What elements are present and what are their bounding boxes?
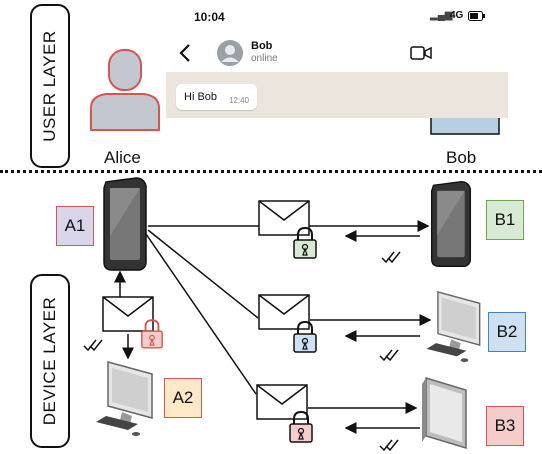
desktop-icon-a2 <box>96 361 153 436</box>
phone-icon-b1 <box>430 180 472 268</box>
message-text: Hi Bob <box>184 91 218 103</box>
tablet-icon-b3 <box>422 376 467 450</box>
device-tag-b3: B3 <box>486 406 524 446</box>
user-layer-label: USER LAYER <box>30 4 70 168</box>
desktop-icon-b2 <box>426 290 481 363</box>
double-check-b1 <box>381 251 401 264</box>
contact-status: online <box>251 53 278 64</box>
double-check-b2 <box>379 349 399 362</box>
lock-icon-blue <box>293 320 317 353</box>
lock-icon-red-a2 <box>141 319 163 349</box>
envelope-icon-b3 <box>256 384 308 420</box>
device-tag-a2: A2 <box>164 378 202 418</box>
chat-screen: 10:04 ▂▄▆ 4G Bob online Hi Bob 12:40 <box>166 0 508 118</box>
device-tag-b1: B1 <box>486 200 524 240</box>
chat-header: Bob online <box>166 34 508 72</box>
phone-icon-a1 <box>103 177 147 271</box>
device-layer-label: DEVICE LAYER <box>30 274 70 448</box>
line-a1-b3 <box>145 233 257 395</box>
alice-name: Alice <box>104 148 141 167</box>
alice-avatar <box>90 49 160 131</box>
message-time: 12:40 <box>229 95 250 105</box>
message-bubble[interactable]: Hi Bob 12:40 <box>176 84 258 110</box>
status-bar: 10:04 ▂▄▆ 4G <box>166 0 508 34</box>
double-check-b3 <box>379 439 399 452</box>
envelope-icon-b1 <box>258 200 310 236</box>
line-a1-b2 <box>147 229 259 319</box>
back-arrow-icon[interactable] <box>178 43 192 63</box>
contact-name[interactable]: Bob <box>251 40 273 52</box>
bob-name: Bob <box>446 148 477 167</box>
signal-icon: ▂▄▆ <box>430 10 453 21</box>
battery-icon <box>468 11 485 21</box>
contact-avatar-icon[interactable] <box>216 39 244 67</box>
network-label: 4G <box>450 10 464 21</box>
double-check-a2 <box>83 339 103 352</box>
device-tag-b2: B2 <box>488 312 526 352</box>
status-time: 10:04 <box>194 10 225 24</box>
envelope-icon-a2 <box>102 296 154 332</box>
lock-icon-red-b3 <box>289 410 313 443</box>
device-tag-a1: A1 <box>56 206 94 246</box>
lock-icon-green <box>293 226 317 259</box>
video-call-icon[interactable] <box>410 46 432 60</box>
layer-divider <box>0 170 542 173</box>
